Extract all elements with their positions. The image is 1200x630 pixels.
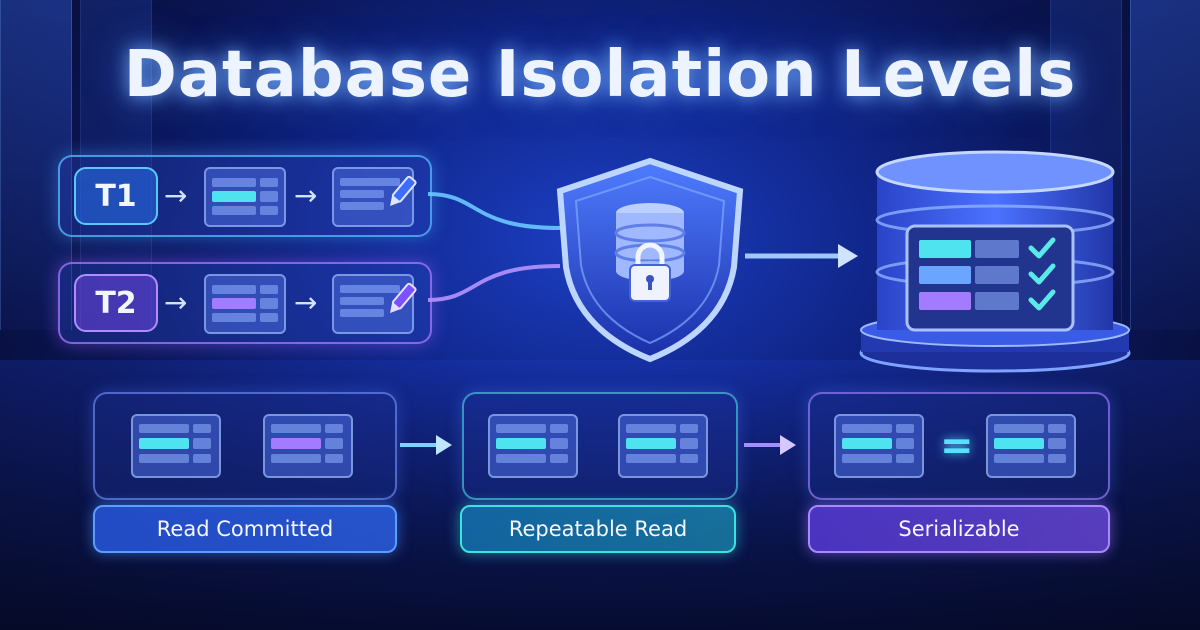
arrow-right-icon: → <box>294 179 318 212</box>
pencil-icon <box>390 175 417 207</box>
table-icon <box>488 414 578 478</box>
level-label-repeatable-read: Repeatable Read <box>460 505 736 553</box>
database-icon <box>859 150 1131 373</box>
pencil-icon <box>390 282 417 314</box>
table-icon <box>834 414 924 478</box>
transaction-row-t2: T2 → → <box>58 262 432 344</box>
arrow-right-icon: → <box>164 179 188 212</box>
table-icon <box>204 274 286 334</box>
table-icon <box>332 167 417 227</box>
level-panel-read-committed <box>93 392 397 500</box>
transaction-badge-t1: T1 <box>74 167 158 225</box>
table-icon <box>131 414 221 478</box>
table-icon <box>263 414 353 478</box>
arrow-right-icon: → <box>164 286 188 319</box>
transaction-row-t1: T1 → → <box>58 155 432 237</box>
floor-glow <box>0 360 1200 630</box>
check-icon <box>1028 237 1056 311</box>
arrow-right-icon <box>744 435 796 455</box>
level-label-serializable: Serializable <box>808 505 1110 553</box>
arrow-right-icon <box>400 435 452 455</box>
page-title: Database Isolation Levels <box>123 38 1077 112</box>
arrow-right-icon: → <box>294 286 318 319</box>
table-icon <box>332 274 417 334</box>
table-icon <box>986 414 1076 478</box>
level-panel-repeatable-read <box>462 392 738 500</box>
table-icon <box>204 167 286 227</box>
transaction-badge-t2: T2 <box>74 274 158 332</box>
lock-icon <box>629 242 671 302</box>
equals-symbol: = <box>940 423 974 469</box>
table-icon <box>618 414 708 478</box>
shield-icon <box>556 157 744 363</box>
server-rack-right <box>1130 0 1200 330</box>
level-panel-serializable <box>808 392 1110 500</box>
level-label-read-committed: Read Committed <box>93 505 397 553</box>
